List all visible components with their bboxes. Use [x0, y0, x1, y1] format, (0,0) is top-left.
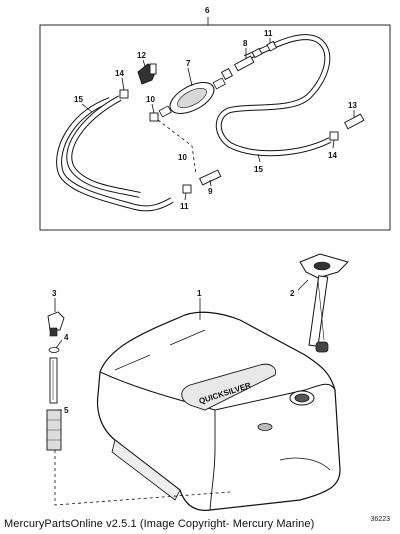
fuel-gauge [299, 253, 349, 353]
callout-11b: 11 [180, 202, 189, 211]
callout-14b: 14 [328, 151, 337, 160]
fuel-tank: QUICKSILVER [96, 311, 341, 511]
callout-12: 12 [137, 51, 146, 60]
callout-13: 13 [348, 101, 357, 110]
copyright-caption: MercuryPartsOnline v2.5.1 (Image Copyrig… [4, 518, 315, 530]
quick-connector [137, 63, 157, 85]
callout-9: 9 [208, 187, 213, 196]
callout-2: 2 [290, 289, 295, 298]
callout-14a: 14 [115, 69, 124, 78]
drawing-number: 36223 [370, 516, 390, 523]
callout-3: 3 [52, 289, 57, 298]
fuel-line-kit-frame [39, 24, 391, 231]
callout-6: 6 [205, 6, 210, 15]
callout-8: 8 [243, 39, 248, 48]
callout-1: 1 [197, 289, 202, 298]
callout-leads-top [81, 38, 355, 201]
hose-fittings [119, 40, 365, 194]
fuel-hose-left [56, 95, 174, 212]
fuel-pickup-assembly [46, 311, 65, 451]
callout-11a: 11 [264, 29, 273, 38]
callout-15b: 15 [254, 165, 263, 174]
callout-labels: 6 12 7 8 11 14 10 15 13 10 14 15 9 11 1 … [52, 6, 357, 415]
pickup-dashed-line [54, 450, 231, 506]
fuel-hose-right [215, 34, 332, 157]
callout-10a: 10 [146, 95, 155, 104]
callout-15a: 15 [74, 95, 83, 104]
callout-4: 4 [64, 333, 69, 342]
primer-bulb [158, 77, 226, 118]
callout-5: 5 [64, 406, 69, 415]
connection-dashed-line [157, 119, 197, 175]
callout-10b: 10 [178, 153, 187, 162]
callout-7: 7 [186, 59, 191, 68]
